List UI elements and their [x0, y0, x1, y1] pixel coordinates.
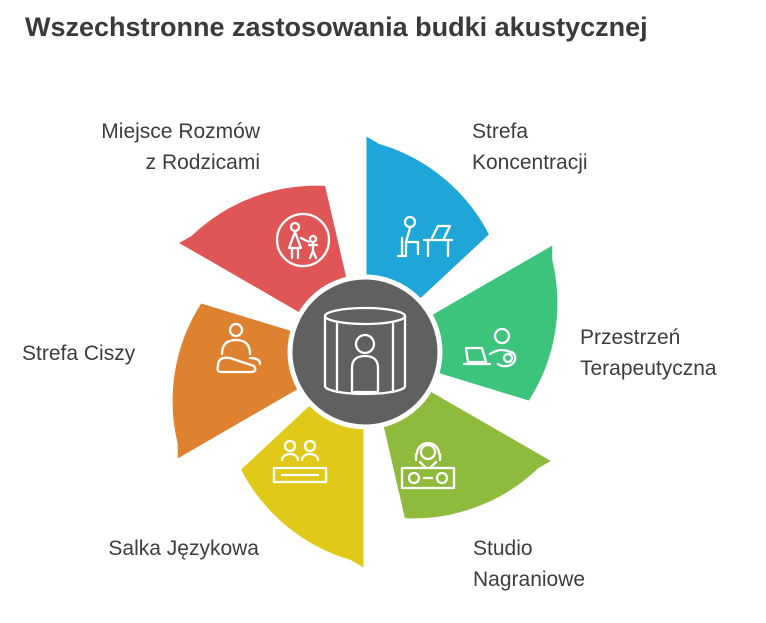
- parent-child-icon: [275, 212, 331, 268]
- dj-headphones-icon: [400, 441, 456, 490]
- label-language-line1: Salka Językowa: [108, 537, 259, 560]
- label-studio-line2: Nagraniowe: [473, 568, 586, 591]
- label-parents-line2: z Rodzicami: [145, 151, 260, 174]
- label-concentration-line1: Strefa: [472, 120, 529, 143]
- label-concentration: Strefa Koncentracji: [472, 116, 588, 178]
- label-studio-line1: Studio: [473, 537, 533, 560]
- label-silence: Strefa Ciszy: [22, 338, 135, 369]
- label-therapy-line1: Przestrzeń: [580, 326, 681, 349]
- label-language: Salka Językowa: [108, 533, 259, 564]
- label-concentration-line2: Koncentracji: [472, 151, 588, 174]
- meditating-person-icon: [216, 322, 262, 374]
- label-silence-line1: Strefa Ciszy: [22, 342, 136, 365]
- label-parents-line1: Miejsce Rozmów: [101, 120, 260, 143]
- person-with-laptop-icon: [462, 327, 517, 368]
- booth-person-icon: [323, 306, 407, 396]
- label-therapy-line2: Terapeutyczna: [580, 357, 717, 380]
- group-at-table-icon: [272, 439, 328, 484]
- person-at-desk-icon: [396, 215, 454, 258]
- label-parents: Miejsce Rozmów z Rodzicami: [101, 116, 260, 178]
- label-therapy: Przestrzeń Terapeutyczna: [580, 322, 717, 384]
- label-studio: Studio Nagraniowe: [473, 533, 585, 595]
- page-title: Wszechstronne zastosowania budki akustyc…: [25, 12, 648, 42]
